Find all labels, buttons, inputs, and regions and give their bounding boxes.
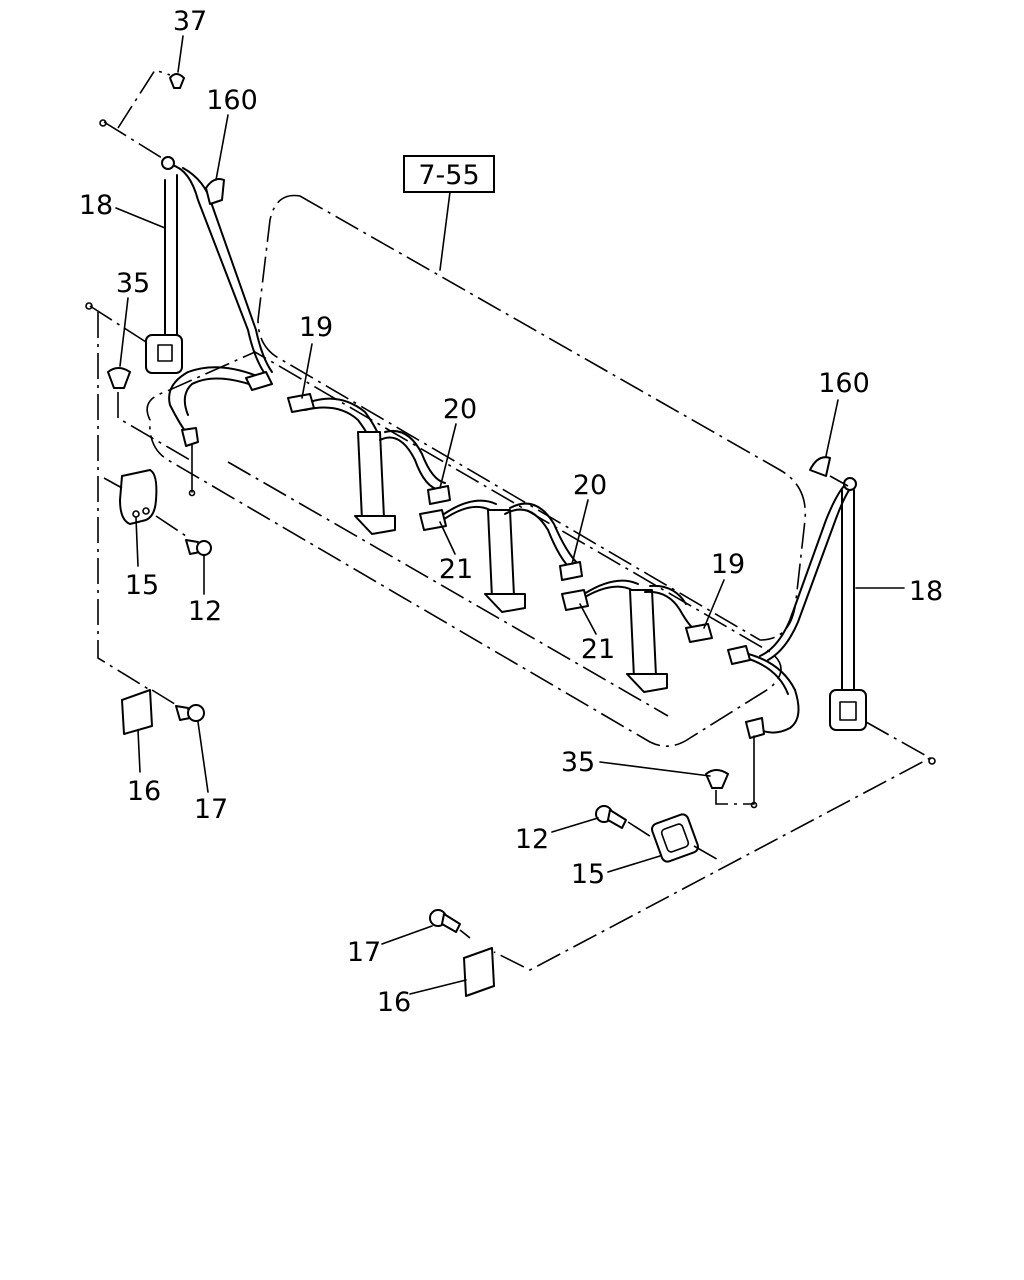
- left-belt-loop: [168, 366, 263, 439]
- left-guide-160: [205, 178, 225, 205]
- left-cover-15-hole-b: [142, 507, 150, 515]
- mount-line-left-retractor: [89, 305, 147, 343]
- right-guide-160: [809, 456, 831, 477]
- mount-line-right-upper: [829, 475, 849, 487]
- mount-line-left-top: [103, 121, 163, 159]
- seat-cushion-outline: [146, 351, 782, 747]
- right-tongue-plate: [727, 645, 751, 665]
- callout-19-left: 19: [299, 312, 333, 343]
- left-clip-35: [107, 367, 131, 389]
- callout-18-left: 18: [79, 190, 113, 221]
- mount-line-left-upper: [117, 69, 171, 129]
- mount-line-right-bracket: [459, 929, 471, 939]
- callout-160-left: 160: [206, 85, 258, 116]
- mount-line-left-bracket: [151, 689, 179, 707]
- mount-line-left-clip: [117, 392, 191, 461]
- right-screw-17: [441, 913, 461, 933]
- callout-21-right: 21: [581, 634, 615, 665]
- mount-line-left-outer: [97, 312, 151, 691]
- buckle-strap-4: [504, 502, 579, 571]
- buckle-strap-2: [379, 430, 446, 491]
- buckle-foot-1: [354, 515, 396, 535]
- callout-18-right: 18: [909, 576, 943, 607]
- mount-line-right-cover: [627, 821, 723, 863]
- left-lower-anchor: [181, 427, 199, 447]
- callout-20-left: 20: [443, 394, 477, 425]
- buckle-1-body: [287, 393, 315, 413]
- callout-leaders: [115, 35, 905, 995]
- left-retractor: [145, 334, 183, 374]
- left-lower-anchor-point: [188, 489, 196, 497]
- right-bracket-16: [463, 947, 495, 997]
- right-belt-webbing: [759, 481, 855, 691]
- right-retractor: [829, 689, 867, 731]
- buckle-foot-3: [626, 673, 668, 693]
- callout-15-right: 15: [571, 859, 605, 890]
- left-screw-12-head: [196, 540, 212, 556]
- buckle-stand-2: [487, 509, 515, 599]
- callout-35-left: 35: [116, 268, 150, 299]
- seat-back-outline: [257, 194, 807, 641]
- buckle-2-body: [427, 485, 451, 505]
- mount-point-left-top: [99, 119, 107, 127]
- callout-19-right: 19: [711, 549, 745, 580]
- callout-20-right: 20: [573, 470, 607, 501]
- right-lower-anchor: [745, 717, 765, 739]
- buckle-3-body: [419, 509, 447, 531]
- buckle-6-body: [685, 623, 713, 643]
- buckle-stand-1: [357, 431, 385, 521]
- callout-15-left: 15: [125, 570, 159, 601]
- reference-box-label: 7-55: [418, 160, 479, 191]
- right-clip-35: [705, 769, 729, 789]
- right-retractor-window: [839, 701, 857, 721]
- buckle-5-body: [561, 589, 589, 611]
- mount-point-right-outer: [928, 757, 936, 765]
- left-screw-17-head: [187, 704, 205, 722]
- mount-line-right-clip: [715, 790, 754, 805]
- left-cover-15-hole-a: [132, 510, 140, 518]
- callout-12-right: 12: [515, 824, 549, 855]
- left-belt-webbing: [164, 164, 273, 379]
- seat-cushion-inner-line: [227, 461, 669, 717]
- right-lower-anchor-point: [750, 801, 758, 809]
- left-tongue-plate: [245, 371, 273, 391]
- callout-17-left: 17: [194, 794, 228, 825]
- buckle-foot-2: [484, 593, 526, 613]
- buckle-4-body: [559, 561, 583, 581]
- left-retractor-window: [157, 344, 173, 362]
- callout-160-right: 160: [818, 368, 870, 399]
- callout-16-left: 16: [127, 776, 161, 807]
- callout-37: 37: [173, 6, 207, 37]
- buckle-stand-3: [629, 589, 657, 679]
- callout-21-left: 21: [439, 554, 473, 585]
- left-clip-37: [169, 73, 185, 89]
- left-cover-15: [119, 469, 158, 525]
- right-cover-15: [650, 813, 700, 863]
- reference-box: [403, 155, 495, 193]
- left-anchor-top: [161, 156, 175, 170]
- left-bracket-16: [121, 689, 153, 735]
- callout-12-left: 12: [188, 596, 222, 627]
- reference-leader: [439, 191, 451, 271]
- mount-line-left-cover: [103, 477, 187, 537]
- callout-17-right: 17: [347, 937, 381, 968]
- mount-point-left-outer: [85, 302, 93, 310]
- right-screw-12: [607, 809, 627, 829]
- right-belt-loop: [739, 651, 800, 734]
- mount-line-right-outer: [493, 721, 932, 971]
- callout-35-right: 35: [561, 747, 595, 778]
- callout-16-right: 16: [377, 987, 411, 1018]
- right-cover-15-inner: [660, 823, 690, 853]
